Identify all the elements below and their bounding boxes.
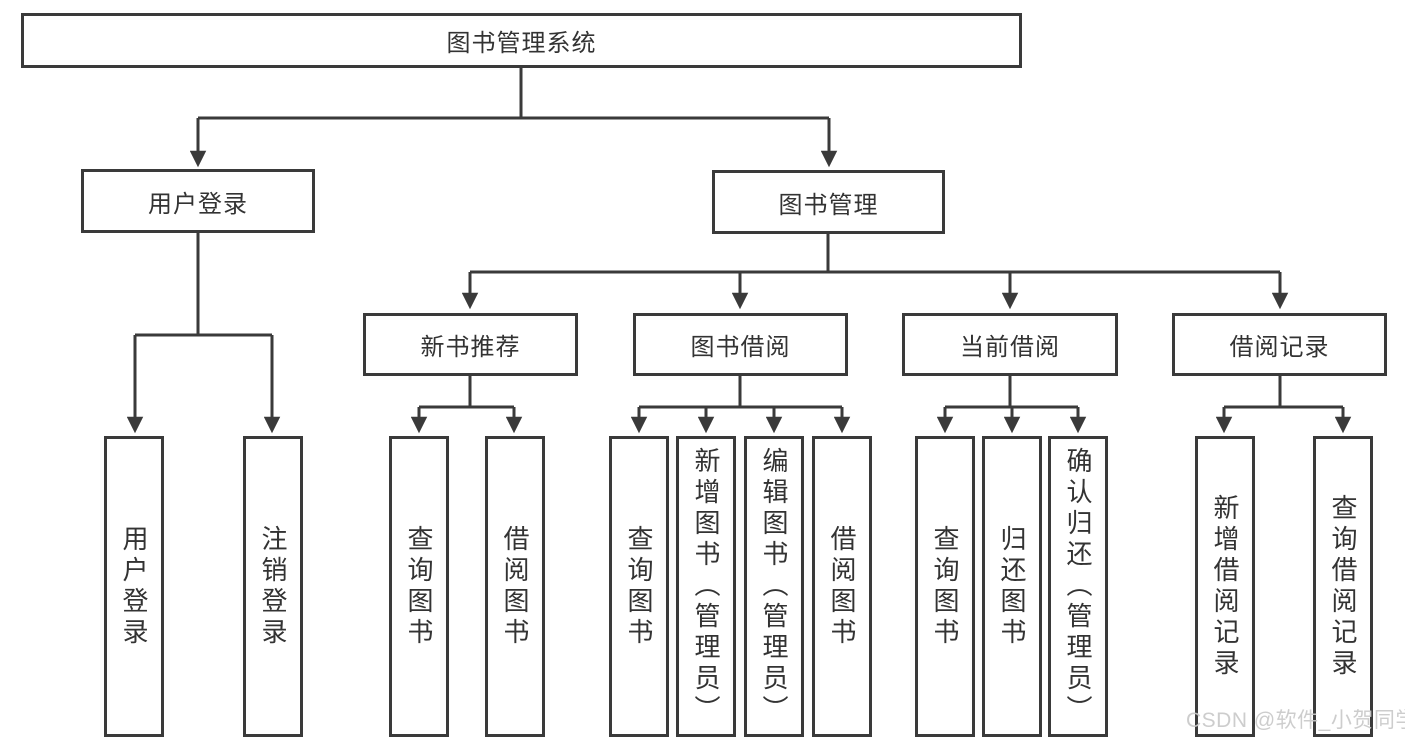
- node-current-borrow-label: 当前借阅: [960, 334, 1060, 361]
- leaf-query-books-current-label: 查询图书: [930, 524, 960, 649]
- leaf-query-borrow-record-label: 查询借阅记录: [1328, 493, 1358, 680]
- leaf-query-borrow-record: 查询借阅记录: [1313, 436, 1373, 737]
- node-current-borrow: 当前借阅: [902, 313, 1118, 376]
- csdn-watermark: CSDN @软件_小贺同学: [1186, 709, 1405, 732]
- connector-new-book-recommend: [410, 376, 523, 434]
- node-borrow-record: 借阅记录: [1172, 313, 1387, 376]
- leaf-add-borrow-record-label: 新增借阅记录: [1210, 493, 1240, 680]
- connector-borrow-record: [1215, 376, 1352, 434]
- leaf-user-login: 用户登录: [104, 436, 164, 737]
- node-book-borrow: 图书借阅: [633, 313, 848, 376]
- node-user-login: 用户登录: [81, 169, 315, 233]
- node-new-book-recommend-label: 新书推荐: [420, 334, 521, 361]
- leaf-add-borrow-record: 新增借阅记录: [1195, 436, 1255, 737]
- node-user-login-label: 用户登录: [148, 190, 248, 218]
- node-new-book-recommend: 新书推荐: [363, 313, 578, 376]
- connector-user-login: [126, 233, 281, 434]
- leaf-query-books-borrow: 查询图书: [609, 436, 669, 737]
- leaf-query-books-current: 查询图书: [915, 436, 975, 737]
- node-root-label: 图书管理系统: [446, 30, 597, 57]
- connector-current-borrow: [936, 376, 1087, 434]
- leaf-add-book-admin-label: 新增图书（管理员）: [691, 447, 721, 726]
- leaf-add-book-admin: 新增图书（管理员）: [676, 436, 736, 737]
- leaf-query-books-borrow-label: 查询图书: [624, 524, 654, 649]
- connector-book-borrow: [630, 376, 851, 434]
- connector-book-management: [461, 234, 1289, 310]
- leaf-confirm-return-admin: 确认归还（管理员）: [1048, 436, 1108, 737]
- leaf-borrow-books-label: 借阅图书: [827, 524, 857, 649]
- leaf-borrow-books-recommend-label: 借阅图书: [500, 524, 530, 649]
- leaf-edit-book-admin: 编辑图书（管理员）: [744, 436, 804, 737]
- node-book-management: 图书管理: [712, 170, 945, 234]
- leaf-user-login-label: 用户登录: [119, 524, 149, 649]
- leaf-return-book: 归还图书: [982, 436, 1042, 737]
- leaf-borrow-books: 借阅图书: [812, 436, 872, 737]
- leaf-logout-label: 注销登录: [258, 524, 288, 649]
- leaf-query-books-recommend-label: 查询图书: [404, 524, 434, 649]
- leaf-borrow-books-recommend: 借阅图书: [485, 436, 545, 737]
- node-book-borrow-label: 图书借阅: [690, 334, 791, 361]
- connector-root: [189, 68, 838, 168]
- node-borrow-record-label: 借阅记录: [1229, 334, 1330, 361]
- leaf-query-books-recommend: 查询图书: [389, 436, 449, 737]
- node-root: 图书管理系统: [21, 13, 1022, 68]
- leaf-logout: 注销登录: [243, 436, 303, 737]
- node-book-management-label: 图书管理: [778, 191, 879, 219]
- leaf-edit-book-admin-label: 编辑图书（管理员）: [759, 447, 789, 726]
- leaf-confirm-return-admin-label: 确认归还（管理员）: [1063, 447, 1093, 726]
- leaf-return-book-label: 归还图书: [997, 524, 1027, 649]
